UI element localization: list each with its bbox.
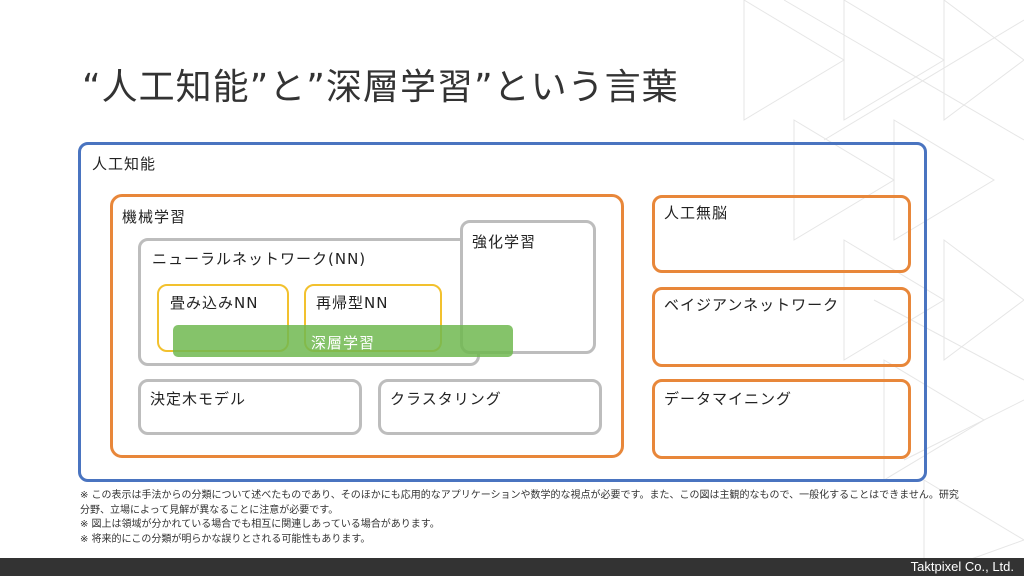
side-region-3 (652, 379, 911, 459)
dt-label: 決定木モデル (150, 390, 247, 408)
side-region-1 (652, 195, 911, 273)
side-label-1: 人工無脳 (664, 204, 729, 222)
notes: ※ この表示は手法からの分類について述べたものであり、そのほかにも応用的なアプリ… (80, 489, 960, 547)
ml-label: 機械学習 (122, 208, 187, 226)
note-1: ※ この表示は手法からの分類について述べたものであり、そのほかにも応用的なアプリ… (80, 490, 959, 516)
note-3: ※ 将来的にこの分類が明らかな誤りとされる可能性もあります。 (80, 533, 371, 545)
brand-name: Taktpixel Co., Ltd. (910, 559, 1014, 574)
page-title: “人工知能”と”深層学習”という言葉 (82, 67, 679, 108)
rl-label: 強化学習 (472, 233, 537, 251)
side-region-2 (652, 287, 911, 367)
ml-region (110, 194, 624, 458)
side-label-2: ベイジアンネットワーク (664, 296, 840, 314)
dl-label: 深層学習 (310, 334, 375, 352)
dt-region (138, 379, 362, 435)
footer-bar: Taktpixel Co., Ltd. (0, 558, 1024, 576)
nn-label: ニューラルネットワーク(NN) (152, 250, 367, 268)
note-2: ※ 図上は領域が分かれている場合でも相互に関連しあっている場合があります。 (80, 519, 440, 530)
side-label-3: データマイニング (664, 390, 793, 408)
cnn-label: 畳み込みNN (170, 294, 259, 312)
rnn-label: 再帰型NN (316, 294, 389, 312)
clustering-label: クラスタリング (390, 390, 502, 408)
dl-region: 深層学習 (173, 325, 513, 357)
ai-region (78, 142, 927, 482)
ai-label: 人工知能 (92, 155, 157, 173)
clustering-region (378, 379, 602, 435)
